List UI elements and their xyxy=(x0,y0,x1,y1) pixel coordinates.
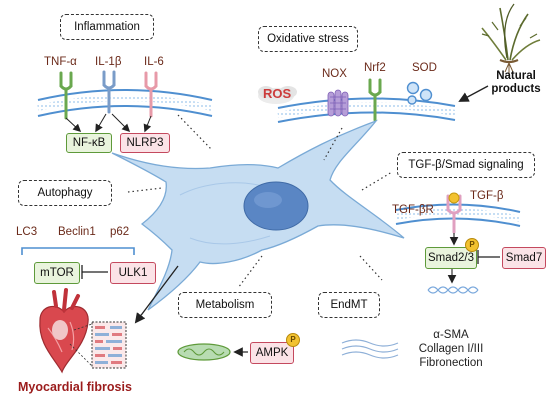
mtor-box: mTOR xyxy=(34,262,80,284)
natural-products-line2: products xyxy=(491,83,541,95)
oxidative-membrane xyxy=(277,97,456,123)
ulk1-inhibits-mtor xyxy=(81,265,108,279)
fibronection-label: Fibronection xyxy=(419,357,483,369)
collagen-label: Collagen I/III xyxy=(418,343,484,355)
tgf-smad-title: TGF-β/Smad signaling xyxy=(397,152,535,178)
tgf-ligand-icon xyxy=(448,192,460,204)
il1-receptor-icon xyxy=(102,70,116,114)
sod-label: SOD xyxy=(412,62,437,74)
metabolism-title: Metabolism xyxy=(178,292,272,318)
ros-label: ROS xyxy=(263,86,292,101)
smad23-phospho-icon: P xyxy=(465,238,479,252)
natural-products-label: Natural products xyxy=(484,70,548,96)
smad7-box: Smad7 xyxy=(502,247,546,269)
fiber-icon xyxy=(341,339,399,359)
ampk-box: AMPK xyxy=(250,342,294,364)
ampk-phospho-icon: P xyxy=(286,333,300,347)
nlrp3-box: NLRP3 xyxy=(120,133,170,153)
plant-icon xyxy=(481,3,541,74)
inflammation-membrane xyxy=(37,89,213,117)
inflammation-title: Inflammation xyxy=(60,14,154,40)
beclin1-label: Beclin1 xyxy=(58,226,96,238)
nox-channel-icon xyxy=(327,89,349,117)
tgf-beta-label: TGF-β xyxy=(470,190,504,202)
p62-label: p62 xyxy=(110,226,130,238)
il6-receptor-icon xyxy=(144,71,158,118)
endmt-markers: α-SMA Collagen I/III Fibronection xyxy=(408,328,494,370)
ulk1-box: ULK1 xyxy=(110,262,156,284)
nox-label: NOX xyxy=(322,68,347,80)
nrf2-label: Nrf2 xyxy=(364,62,386,74)
il6-label: IL-6 xyxy=(144,56,164,68)
endmt-title: EndMT xyxy=(318,292,380,318)
myocardial-fibrosis-label: Myocardial fibrosis xyxy=(18,380,132,394)
ros-cloud-icon xyxy=(258,86,297,104)
smad23-box: Smad2/3 xyxy=(425,247,477,269)
sod-molecules-icon xyxy=(406,81,433,105)
natural-products-line1: Natural xyxy=(496,70,536,82)
dna-helix-icon xyxy=(427,286,479,294)
tgf-receptor-icon xyxy=(446,194,462,234)
fibrosis-inset xyxy=(69,321,127,369)
tnf-alpha-label: TNF-α xyxy=(44,56,77,68)
alpha-sma-label: α-SMA xyxy=(433,329,469,341)
il1-beta-label: IL-1β xyxy=(95,56,122,68)
heart-icon xyxy=(39,288,89,374)
tgf-beta-r-label: TGF-βR xyxy=(392,204,434,216)
lc3-label: LC3 xyxy=(16,226,38,238)
oxidative-stress-title: Oxidative stress xyxy=(258,26,358,52)
autophagy-title: Autophagy xyxy=(18,180,112,206)
nrf2-receptor-icon xyxy=(368,78,382,122)
connector-lines xyxy=(127,114,393,289)
mitochondrion-icon xyxy=(177,343,231,361)
autophagy-bracket xyxy=(21,247,135,255)
smad7-inhibits-smad23 xyxy=(477,250,500,264)
nfkb-box: NF-κB xyxy=(66,133,112,153)
tnf-receptor-icon xyxy=(59,71,73,120)
